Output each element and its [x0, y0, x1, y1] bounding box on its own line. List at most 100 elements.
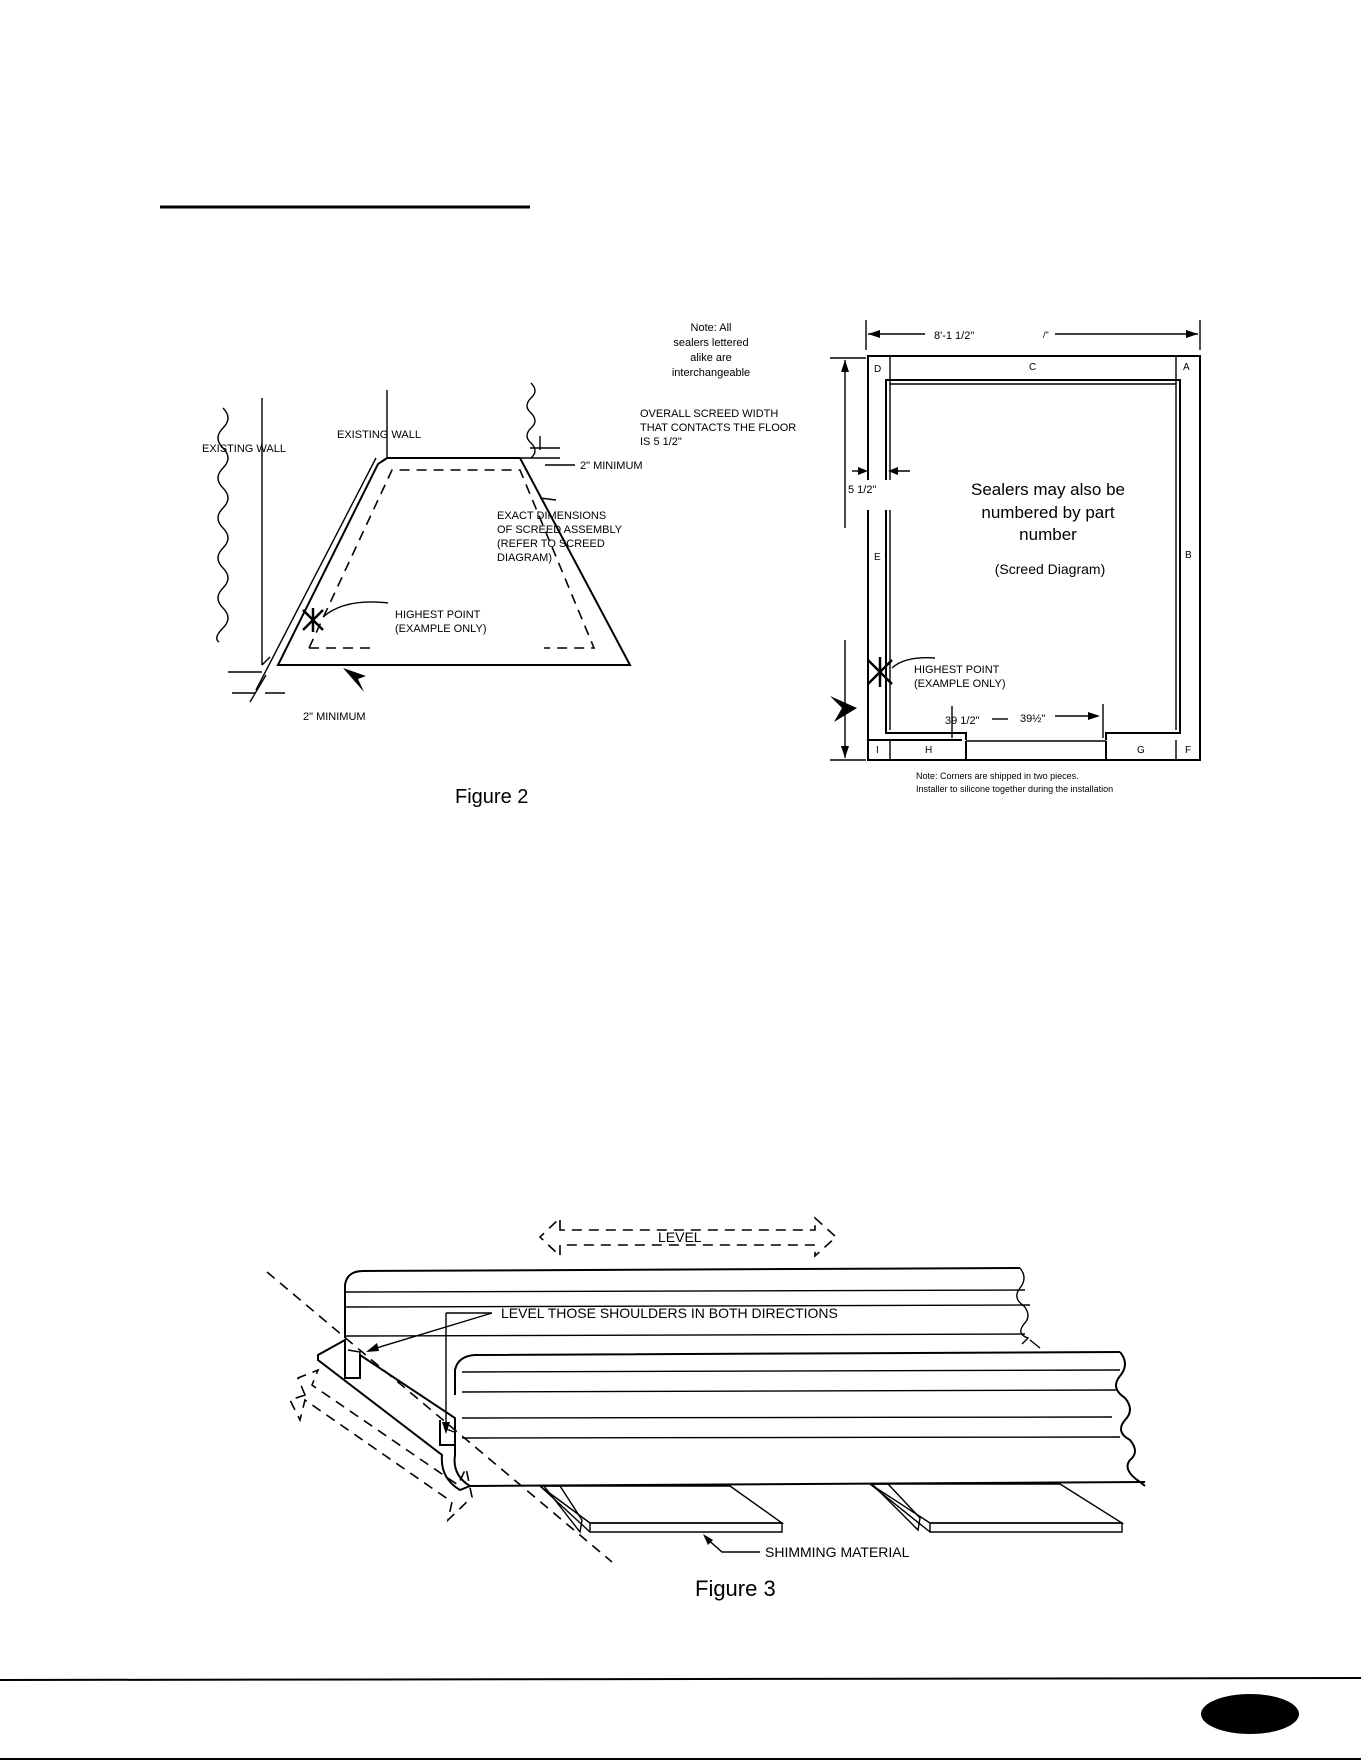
front-channel-break: [1115, 1351, 1146, 1487]
front-channel-line1: [461, 1369, 1121, 1373]
shimming-leader: [704, 1536, 760, 1553]
left-wall-corner: [261, 656, 271, 666]
screed-outer-rect: [867, 355, 1201, 761]
front-channel-line4: [461, 1436, 1121, 1439]
exact-dims-leader: [539, 497, 557, 501]
back-channel-top: [344, 1267, 1021, 1338]
sealer-letter-c: C: [1029, 362, 1036, 373]
screed-outer-frame: [867, 355, 1201, 761]
existing-wall-top-label: EXISTING WALL: [337, 429, 421, 441]
front-channel-line3: [461, 1416, 1113, 1419]
sealer-letter-d: D: [874, 364, 881, 375]
sealer-letter-g: G: [1137, 745, 1145, 756]
highest-point-leader: [322, 601, 389, 618]
screed-highest-leader: [891, 657, 936, 669]
screed-pointer-arrow-icon: [830, 696, 857, 722]
right-wall-break-line: [526, 382, 536, 459]
width-dim-arrow-right: [1186, 330, 1198, 338]
shoulders-arrow-right: [442, 1422, 450, 1434]
sealer-letter-e: E: [874, 552, 881, 563]
sealer-letter-a: A: [1183, 362, 1190, 373]
opening-dim-arrow: [1088, 712, 1100, 720]
shim-left-stub: [542, 1485, 583, 1534]
shim-left-top: [537, 1485, 785, 1524]
overall-width-line2: THAT CONTACTS THE FLOOR: [640, 422, 796, 434]
highest-point-star: [302, 608, 324, 632]
side-dim-arrow-right: [888, 467, 898, 475]
figure2-caption: Figure 2: [455, 786, 528, 808]
sealer-letter-f: F: [1185, 745, 1191, 756]
bottom-arrow-icon: [343, 668, 366, 692]
page-number-badge: [1201, 1694, 1299, 1734]
figure2-cross-section: EXISTING WALL EXISTING WALL 2" MINIMUM E…: [202, 382, 643, 723]
level-label: LEVEL: [658, 1229, 702, 1245]
left-wall-break-line: [216, 407, 229, 643]
height-dim-arrow-bottom: [841, 746, 849, 758]
exact-dims-line3: (REFER TO SCREED: [497, 538, 605, 550]
exact-dims-line1: EXACT DIMENSIONS: [497, 510, 606, 522]
shoulders-leader-left: [369, 1312, 493, 1351]
front-channel-top: [454, 1351, 1121, 1395]
corner-note-line1: Note: Corners are shipped in two pieces.: [916, 771, 1079, 781]
exact-dims-line2: OF SCREED ASSEMBLY: [497, 524, 623, 536]
corner-note-line2: Installer to silicone together during th…: [916, 784, 1113, 794]
min-bottom-label: 2" MINIMUM: [303, 711, 366, 723]
footer-rule: [0, 1677, 1361, 1681]
section-diagonal-dashed: [266, 1271, 613, 1563]
shimming-label: SHIMMING MATERIAL: [765, 1544, 910, 1560]
back-channel-step: [1029, 1339, 1041, 1349]
min-top-label: 2" MINIMUM: [580, 460, 643, 472]
note-sealers-line3: alike are: [690, 352, 732, 364]
end-profile-slot2: [439, 1420, 454, 1446]
opening-edges: [965, 741, 1107, 760]
screed-highest-line1: HIGHEST POINT: [914, 664, 1000, 676]
slide-double-arrow: [288, 1368, 473, 1523]
back-channel-line3: [344, 1333, 1026, 1337]
shoulders-arrow-left: [366, 1343, 379, 1352]
sealer-letter-i: I: [876, 745, 879, 756]
end-profile-slot1: [347, 1349, 361, 1378]
exact-dimension-dashed: [308, 469, 596, 649]
center-text-line3: number: [1019, 525, 1077, 544]
outer-slope-line: [255, 457, 377, 691]
shoulders-label: LEVEL THOSE SHOULDERS IN BOTH DIRECTIONS: [501, 1305, 838, 1321]
front-channel-line2: [461, 1389, 1119, 1393]
overall-width-line3: IS 5 1/2": [640, 436, 682, 448]
end-profile: [317, 1338, 473, 1492]
figure3-illustration: LEVEL LEVEL THOSE SHOULDERS IN BOTH DIRE…: [266, 1216, 1146, 1563]
shimming-arrow: [703, 1534, 713, 1545]
width-dim-label: 8'-1 1/2": [934, 330, 974, 342]
shim-right-edge: [929, 1522, 1123, 1533]
screed-diagram: 8'-1 1/2" /" 5 1/2" D C: [830, 320, 1201, 794]
exact-dims-line4: DIAGRAM): [497, 552, 552, 564]
width-dim-arrow-left: [868, 330, 880, 338]
shim-right-top: [867, 1483, 1125, 1524]
side-dim-label: 5 1/2": [848, 484, 876, 496]
shim-right-stub: [870, 1483, 921, 1532]
note-sealers-line2: sealers lettered: [673, 337, 748, 349]
height-dim-arrow-top: [841, 360, 849, 372]
min-bottom-ext: [249, 674, 267, 703]
screed-diagram-label: (Screed Diagram): [995, 561, 1105, 577]
shim-left-edge: [589, 1522, 783, 1533]
existing-wall-left-label: EXISTING WALL: [202, 443, 286, 455]
opening-left-label: 39 1/2": [945, 715, 980, 727]
sealer-letter-b: B: [1185, 550, 1192, 561]
overall-width-line1: OVERALL SCREED WIDTH: [640, 408, 778, 420]
side-dim-arrow-left: [858, 467, 868, 475]
center-text-line2: numbered by part: [981, 503, 1115, 522]
opening-right-label: 39½": [1020, 713, 1045, 725]
highest-point-left-line1: HIGHEST POINT: [395, 609, 481, 621]
screed-inner-frame-second: [889, 383, 1177, 730]
screed-highest-point-star: [867, 657, 893, 687]
highest-point-left-line2: (EXAMPLE ONLY): [395, 623, 487, 635]
note-sealers-line4: interchangeable: [672, 367, 750, 379]
back-channel-break: [1016, 1267, 1030, 1345]
sealer-letter-h: H: [925, 745, 932, 756]
width-dim-suffix: /": [1043, 330, 1049, 340]
back-channel-line2: [344, 1304, 1031, 1308]
note-sealers-line1: Note: All: [691, 322, 732, 334]
figure3-caption: Figure 3: [695, 1576, 776, 1601]
screed-outline: [276, 457, 632, 666]
